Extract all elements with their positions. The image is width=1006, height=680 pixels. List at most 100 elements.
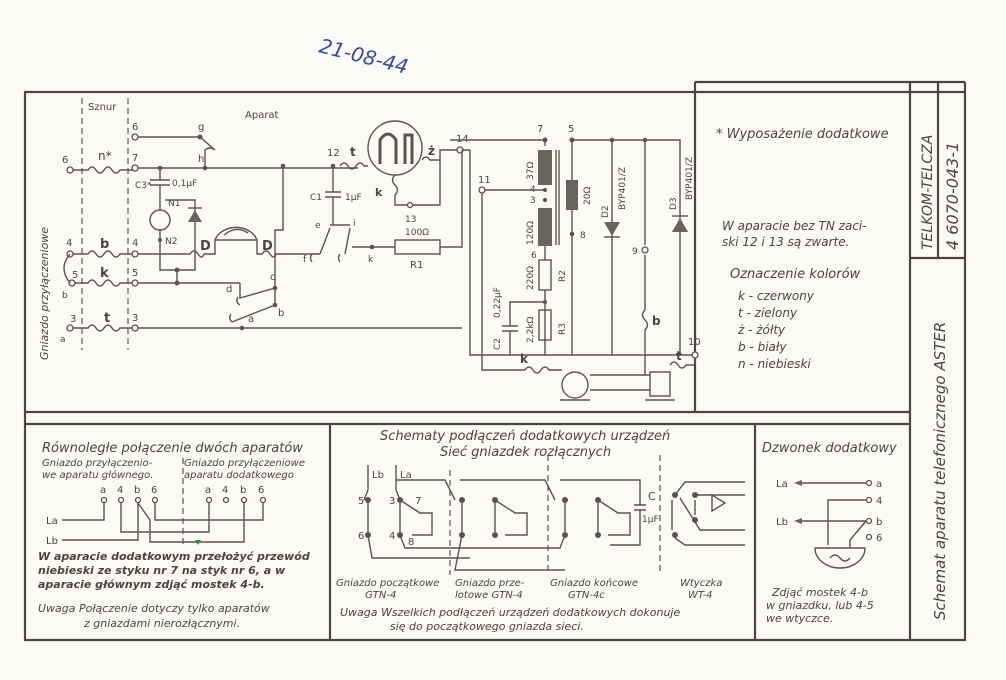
resistor-label: 20Ω <box>583 187 593 205</box>
terminal-label: 4 <box>66 238 72 249</box>
c2-label: C2 <box>493 338 503 350</box>
socket-label: GTN-4 <box>365 590 396 601</box>
sznur-label: Sznur <box>88 102 117 113</box>
maker-label: TELKOM-TELCZA <box>920 135 936 250</box>
terminal-label: 9 <box>632 247 638 257</box>
pin-label: 6 <box>258 485 264 496</box>
bell-panel: Dzwonek dodatkowy La Lb a 4 b 6 Zdjąć mo… <box>762 441 897 625</box>
drawing-title: Schemat aparatu telefonicznego ASTER <box>931 322 949 620</box>
terminal-label: 5 <box>132 268 138 279</box>
extra-equipment-note: * Wyposażenie dodatkowe <box>716 127 889 142</box>
frames <box>23 80 967 642</box>
parallel-head: aparatu dodatkowego <box>184 470 294 481</box>
pin-label: a <box>100 485 106 496</box>
aparat-label: Aparat <box>245 110 279 121</box>
parallel-note: W aparacie dodatkowym przełożyć przewód <box>38 550 310 563</box>
terminal-label: 5 <box>72 270 78 281</box>
terminal-label: 6 <box>62 155 68 166</box>
terminal-label: 10 <box>688 337 701 348</box>
motor-symbol <box>561 371 589 399</box>
wire-label: k <box>520 352 529 366</box>
pin-label: 7 <box>415 496 421 507</box>
wire-label: b <box>100 237 109 252</box>
d2-type: BYP401/Z <box>618 167 628 210</box>
pin-label: 5 <box>358 496 364 507</box>
bell-note: Zdjąć mostek 4-b <box>771 586 868 599</box>
wire-label: k <box>375 186 383 199</box>
lb-label: Lb <box>372 470 384 481</box>
switch-label: h <box>198 154 204 165</box>
pin-label: 6 <box>876 533 882 544</box>
color-item: b - biały <box>738 340 787 354</box>
connections-warning: Uwaga Wszelkich podłączeń urządzeń dodat… <box>340 606 680 619</box>
switch-label: f <box>303 255 307 265</box>
terminal-label: 3 <box>530 196 536 206</box>
terminal-label: 13 <box>405 215 416 225</box>
winding-label: 37Ω <box>526 162 536 180</box>
bell-note: we wtyczce. <box>766 612 833 625</box>
wire-label: b <box>652 314 661 328</box>
wire-label: t <box>350 145 356 159</box>
pin-label: 4 <box>117 485 123 496</box>
terminal-label: 7 <box>132 153 138 164</box>
terminal-label: a <box>60 335 66 345</box>
switch-label: e <box>315 221 321 231</box>
socket-initial: 5 6 3 4 7 8 <box>358 496 470 559</box>
tn-note: ski 12 i 13 są zwarte. <box>722 235 849 249</box>
bell-note: w gniazdku, lub 4-5 <box>766 599 874 612</box>
socket-end: C 1µF <box>495 490 659 549</box>
pin-label: 3 <box>389 496 395 507</box>
n1-label: N1 <box>168 199 180 209</box>
terminal-label: b <box>62 291 68 301</box>
d-label: D <box>200 239 211 254</box>
parallel-head: Gniazdo przyłączenio- <box>42 458 153 469</box>
switch-label: b <box>278 308 284 319</box>
socket-label: lotowe GTN-4 <box>455 590 523 601</box>
colors-title: Oznaczenie kolorów <box>730 267 861 282</box>
main-schematic: Sznur Aparat Gniazdo przyłączeniowe 6 4 … <box>38 98 701 401</box>
la-label: La <box>46 516 58 527</box>
connections-panel: Schematy podłączeń dodatkowych urządzeń … <box>336 429 745 633</box>
lb-label: Lb <box>776 517 788 528</box>
parallel-connection-panel: Równoległe połączenie dwóch aparatów Gni… <box>38 441 310 630</box>
terminal-label: 4 <box>132 238 138 249</box>
pin-label: a <box>876 479 882 490</box>
terminal-label: 11 <box>478 175 491 186</box>
socket-label: Gniazdo prze- <box>455 578 525 589</box>
wire-label: t <box>676 349 682 363</box>
terminal-label: 4 <box>530 185 536 195</box>
d3-type: BYP401/Z <box>685 157 695 200</box>
pin-label: b <box>134 485 140 496</box>
r2-label: R2 <box>558 270 568 282</box>
plug-wt4 <box>671 481 745 546</box>
terminal-label: 5 <box>568 124 574 135</box>
d-label: D <box>262 239 273 254</box>
pin-label: 4 <box>222 485 228 496</box>
terminal-label: 3 <box>70 314 76 325</box>
plug-label: WT-4 <box>688 590 713 601</box>
pin-label: b <box>876 517 882 528</box>
parallel-warning: Uwaga Połączenie dotyczy tylko aparatów <box>38 602 270 615</box>
la-label: La <box>400 470 412 481</box>
c2-value: 0,22µF <box>493 287 503 318</box>
switch-label: d <box>226 284 232 295</box>
c1-label: C1 <box>310 193 322 203</box>
tn-note: W aparacie bez TN zaci- <box>722 219 867 233</box>
pin-label: 4 <box>389 531 395 542</box>
color-item: n - niebieski <box>738 357 811 371</box>
pin-label: a <box>205 485 211 496</box>
parallel-note: aparacie głównym zdjąć mostek 4-b. <box>38 578 265 591</box>
terminal-label: 8 <box>580 231 586 241</box>
pin-label: b <box>240 485 246 496</box>
color-item: t - zielony <box>738 306 798 320</box>
switch-label: c <box>270 272 276 283</box>
wire-label: k <box>100 266 109 281</box>
terminal-label: 7 <box>537 124 543 135</box>
lb-label: Lb <box>46 536 58 547</box>
r1-value: 100Ω <box>405 228 429 238</box>
connections-warning: się do początkowego gniazda sieci. <box>390 620 584 633</box>
wire-label: t <box>104 311 110 326</box>
parallel-warning: z gniazdami nierozłącznymi. <box>83 617 240 630</box>
winding-label: 120Ω <box>526 221 536 245</box>
